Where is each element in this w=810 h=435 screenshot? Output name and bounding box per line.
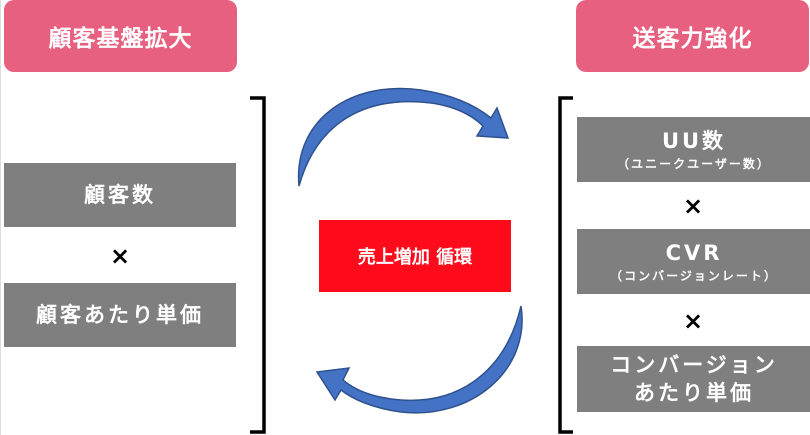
cycle-arrow-bottom — [315, 305, 523, 414]
cvr-sub-label: （コンバージョンレート） — [610, 268, 778, 283]
right-header: 送客力強化 — [576, 0, 809, 72]
multiply-sign: × — [682, 307, 704, 335]
left-header: 顧客基盤拡大 — [4, 0, 237, 72]
conversion-price-line1: コンバージョン — [610, 353, 778, 377]
cycle-arrow-top — [297, 87, 510, 187]
uu-sub-label: （ユニークユーザー数） — [617, 156, 771, 171]
conversion-price-box: コンバージョン あたり単価 — [577, 346, 810, 412]
multiply-sign: × — [682, 192, 704, 220]
uu-label: UU数 — [661, 128, 727, 153]
customer-count-box: 顧客数 — [4, 163, 236, 227]
uu-box: UU数 （ユニークユーザー数） — [577, 117, 810, 182]
left-bracket — [250, 96, 266, 434]
cvr-box: CVR （コンバージョンレート） — [577, 229, 810, 294]
cvr-label: CVR — [665, 240, 723, 265]
unit-price-label: 顧客あたり単価 — [36, 303, 204, 327]
right-bracket — [558, 96, 573, 434]
conversion-price-line2: あたり単価 — [634, 381, 754, 405]
sales-cycle-box: 売上増加 循環 — [319, 220, 511, 292]
unit-price-box: 顧客あたり単価 — [4, 283, 236, 347]
customer-count-label: 顧客数 — [84, 183, 156, 207]
multiply-sign: × — [109, 242, 131, 270]
